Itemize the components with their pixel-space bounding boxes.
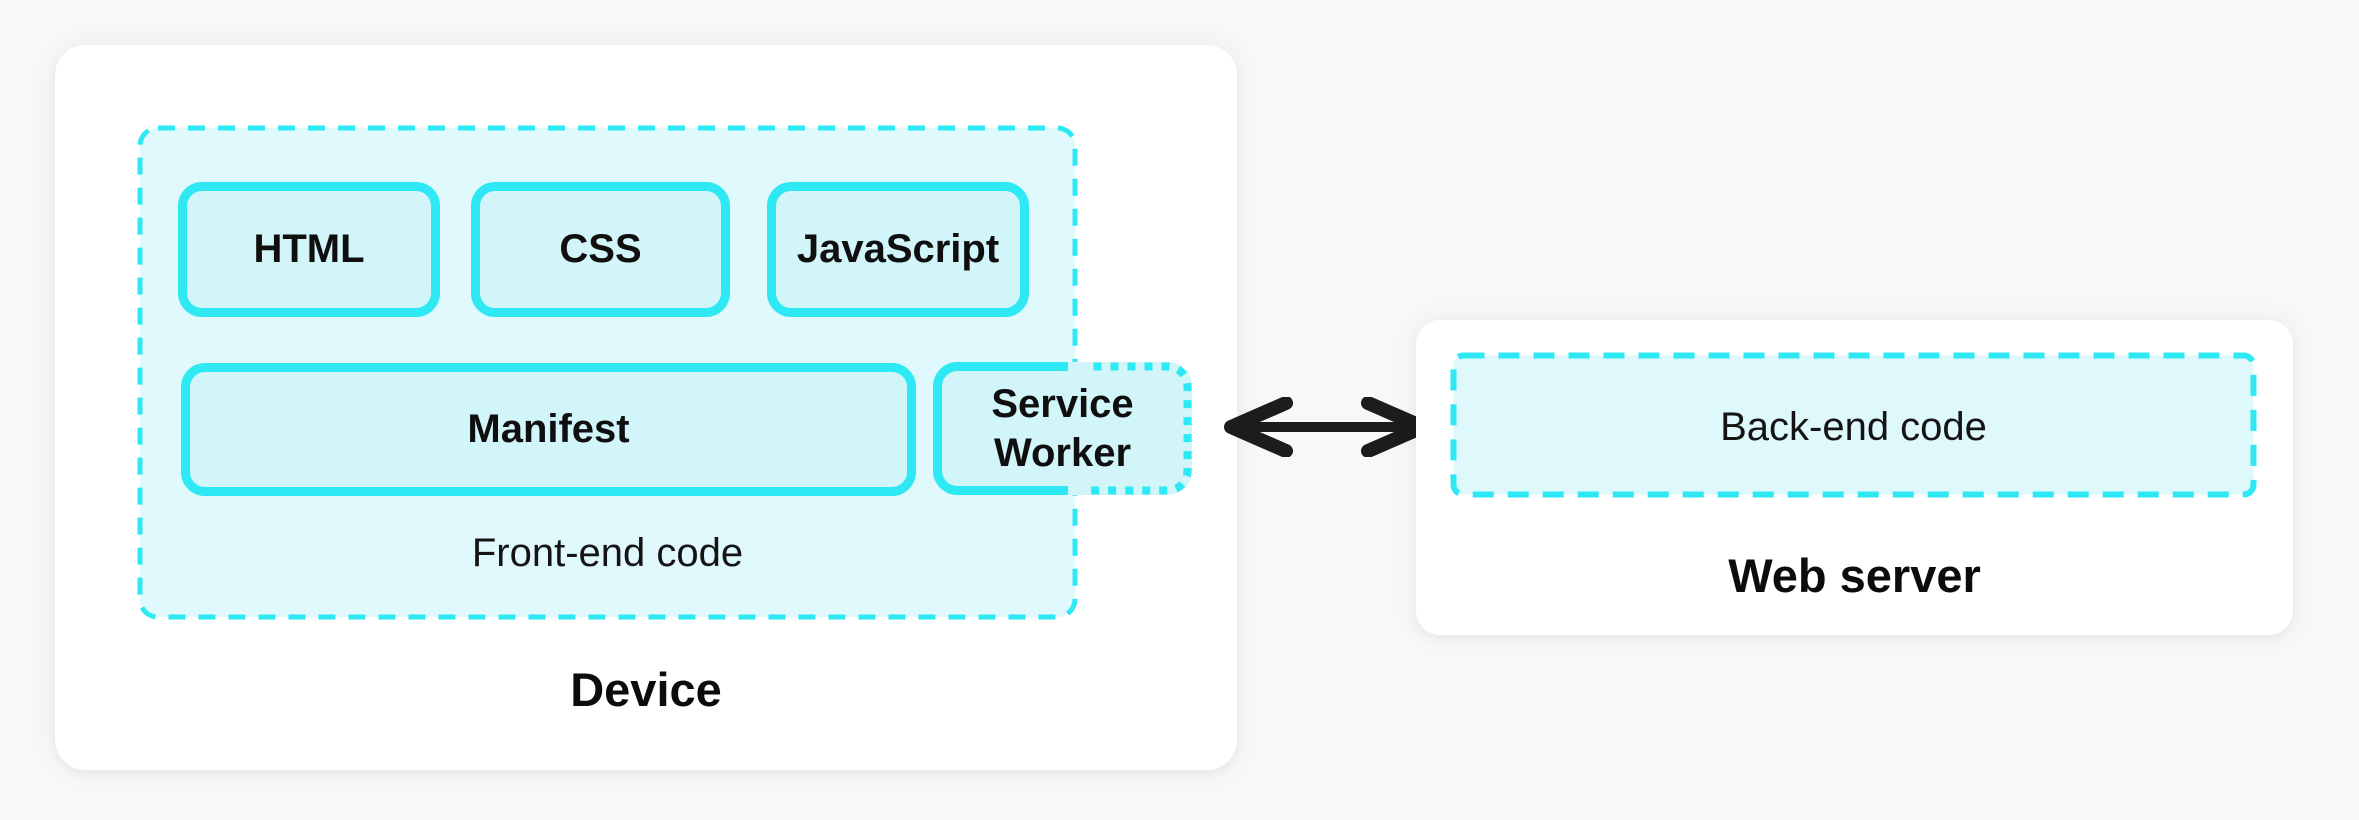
manifest-box: Manifest <box>181 363 916 496</box>
bidirectional-arrow-icon <box>1224 397 1430 457</box>
frontend-code-label: Front-end code <box>471 531 744 575</box>
javascript-box-label: JavaScript <box>796 227 1000 271</box>
backend-code-label: Back-end code <box>1720 405 1987 449</box>
device-title: Device <box>570 663 722 716</box>
service-worker-box <box>933 362 1192 495</box>
service-worker-border <box>923 352 1202 505</box>
javascript-box: JavaScript <box>767 182 1029 317</box>
css-box: CSS <box>471 182 730 317</box>
css-box-label: CSS <box>559 227 642 271</box>
html-box-label: HTML <box>253 227 365 271</box>
manifest-box-label: Manifest <box>467 407 630 451</box>
service-worker-label: Service Worker <box>991 381 1134 475</box>
backend-code-box <box>1450 352 2257 498</box>
html-box: HTML <box>178 182 440 317</box>
web-server-title: Web server <box>1728 549 1981 602</box>
